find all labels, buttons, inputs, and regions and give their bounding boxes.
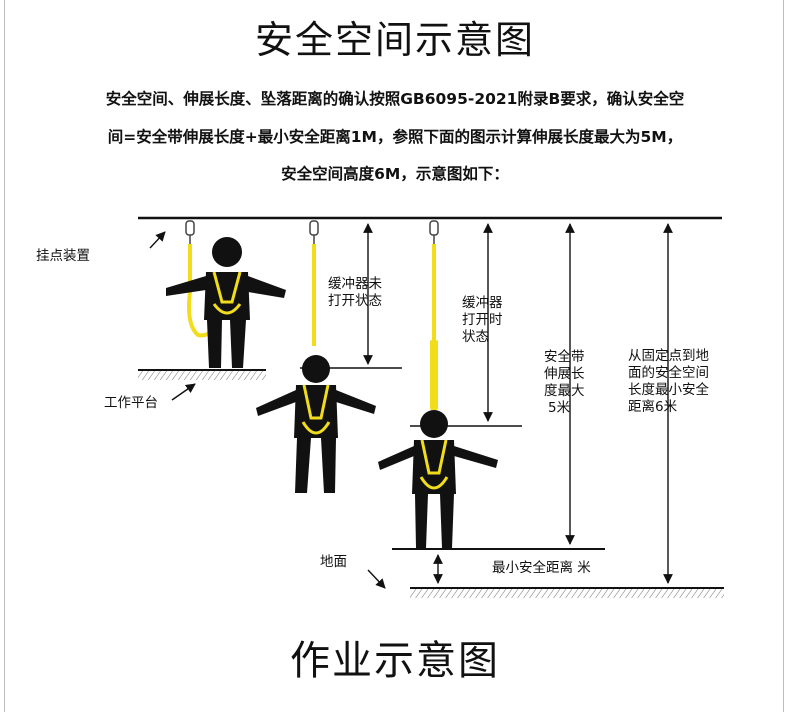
label-work-platform: 工作平台 [104, 395, 158, 411]
label-min-safe-distance: 最小安全距离 米 [492, 559, 591, 576]
absorber-open [430, 340, 438, 410]
anchor-hook-3 [429, 220, 439, 244]
intro-line-3: 安全空间高度6M，示意图如下： [281, 165, 509, 183]
intro-line-2: 间=安全带伸展长度+最小安全距离1M，参照下面的图示计算伸展长度最大为5M， [107, 128, 683, 146]
intro-line-1: 安全空间、伸展长度、坠落距离的确认按照GB6095-2021附录B要求，确认安全… [105, 90, 685, 108]
label-extension-1: 安全带 [544, 348, 585, 365]
worker-figure-1 [166, 237, 286, 368]
worker-figure-2 [256, 355, 376, 493]
footer-title: 作业示意图 [290, 638, 500, 684]
work-platform-hatch [138, 371, 266, 380]
label-absorber-closed-2: 打开状态 [328, 292, 382, 309]
label-ground: 地面 [320, 554, 347, 570]
ground-hatch [410, 589, 724, 598]
label-absorber-open-1: 缓冲器 [462, 295, 503, 311]
pointer-anchor [149, 231, 166, 249]
label-absorber-closed-1: 缓冲器未 [328, 276, 382, 292]
label-anchor-device: 挂点装置 [36, 248, 90, 264]
anchor-hook-1 [185, 220, 195, 244]
label-clearance-total-3: 长度最小安全 [628, 381, 709, 398]
label-extension-2: 伸展长 [544, 366, 585, 382]
page-border-left [4, 0, 5, 712]
label-clearance-total-1: 从固定点到地 [628, 348, 709, 364]
page-title: 安全空间示意图 [254, 18, 535, 62]
harness-1 [212, 271, 242, 315]
harness-2 [301, 384, 331, 435]
page-border-right [783, 0, 784, 712]
label-clearance-total-4: 距离6米 [628, 398, 678, 415]
harness-3 [419, 439, 449, 490]
label-clearance-total-2: 面的安全空间 [628, 364, 709, 381]
label-extension-3: 度最大 [544, 383, 585, 399]
label-absorber-open-2: 打开时 [462, 311, 503, 328]
label-extension-4: 5米 [548, 400, 571, 416]
pointer-ground [367, 569, 386, 589]
worker-figure-3 [378, 410, 498, 548]
anchor-hook-2 [309, 220, 319, 244]
label-absorber-open-3: 状态 [462, 329, 489, 345]
pointer-platform [171, 383, 196, 401]
